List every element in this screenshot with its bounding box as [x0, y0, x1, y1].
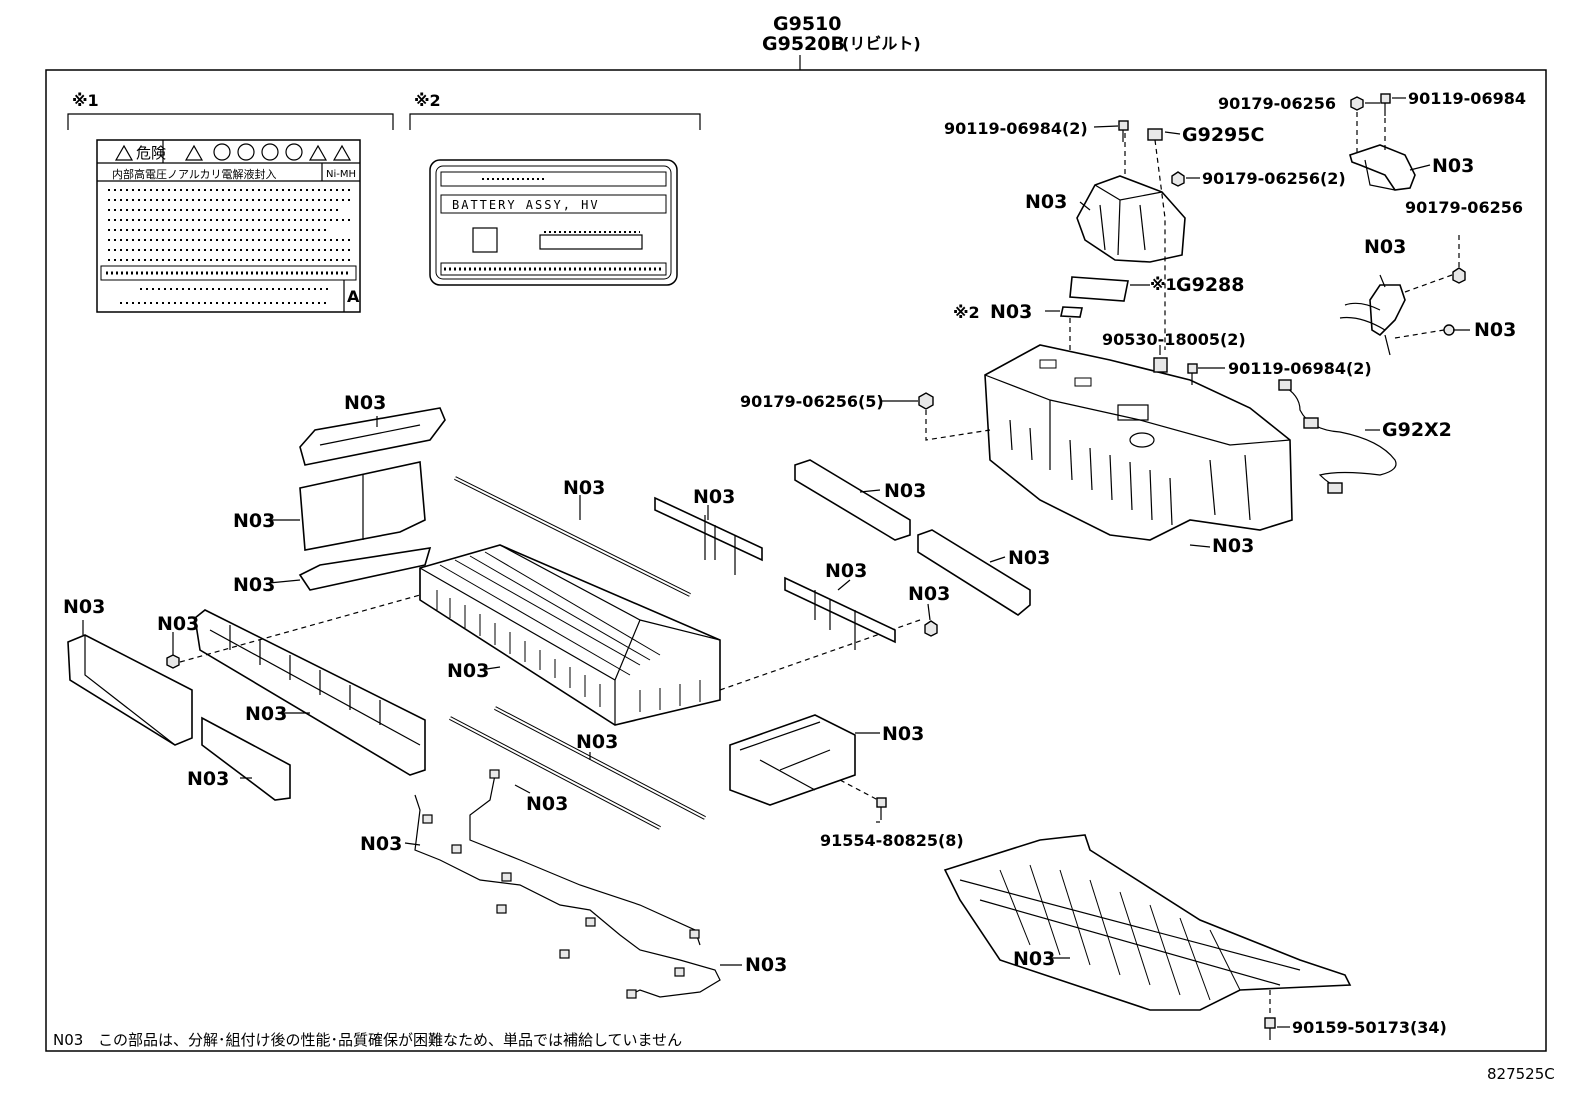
bracket-rail-2	[917, 529, 1031, 616]
callout-90119-06984-top: 90119-06984	[1408, 89, 1526, 108]
bolt-91554	[876, 797, 887, 820]
callout-n03-endplate-mid: N03	[233, 510, 275, 532]
battery-module-stack	[419, 544, 721, 726]
caution-subtitle: 内部高電圧ノアルカリ電解液封入	[112, 167, 277, 181]
bracket-rail-1	[794, 459, 911, 541]
assembly-code: G9510	[773, 13, 841, 35]
callout-n03-nut-left: N03	[157, 613, 199, 635]
callout-g92x2: G92X2	[1382, 419, 1452, 441]
callout-g9295c: G9295C	[1182, 124, 1264, 146]
wire-harness-g92x2	[1278, 379, 1397, 494]
floor-tray	[943, 834, 1352, 1011]
callout-90119-06984-2: 90119-06984(2)	[944, 119, 1088, 138]
rebuilt-note: (リビルト)	[842, 34, 921, 53]
side-plate-small	[201, 716, 291, 801]
caution-tag: Ni-MH	[326, 169, 356, 180]
bus-bar-1	[654, 496, 763, 575]
callout-n03-endplate-top: N03	[344, 392, 386, 414]
nut-90179-right	[1452, 267, 1466, 284]
upper-bracket	[1349, 144, 1416, 191]
bolt-90119-mid	[1187, 363, 1198, 385]
mount-bracket	[729, 714, 856, 806]
callout-g9288: G9288	[1176, 274, 1244, 296]
callout-n03-nut-right: N03	[1474, 319, 1516, 341]
bus-bar-2	[784, 576, 896, 650]
wire-harness-lower	[414, 769, 721, 999]
callout-n03-busbar-left: N03	[245, 703, 287, 725]
callout-90179-06256-2: 90179-06256(2)	[1202, 169, 1346, 188]
callout-n03-nut-mid: N03	[908, 583, 950, 605]
callout-n03-sheet: N03	[990, 301, 1032, 323]
callout-90159-50173-34: 90159-50173(34)	[1292, 1018, 1447, 1037]
nut-n03-right	[1443, 324, 1455, 336]
diagram-frame	[45, 69, 1547, 1052]
callout-n03-endplate-bot: N03	[233, 574, 275, 596]
bolt-90119-left	[1118, 120, 1129, 142]
diagram-id: 827525C	[1487, 1065, 1555, 1083]
callout-90179-06256-5: 90179-06256(5)	[740, 392, 884, 411]
callout-n03-bracket: N03	[1432, 155, 1474, 177]
marker-1: ※1	[72, 91, 99, 110]
callout-n03-marker: ※2	[953, 303, 980, 322]
callout-90179-06256-right: 90179-06256	[1405, 198, 1523, 217]
rod-lower-2	[494, 706, 706, 820]
callout-g9288-marker: ※1	[1150, 275, 1177, 294]
nut-90179-top	[1350, 96, 1364, 111]
upper-cover	[1076, 175, 1186, 263]
caution-badge: A	[347, 287, 360, 306]
end-plate-top	[299, 407, 446, 466]
callout-n03-module: N03	[447, 660, 489, 682]
footer-note-code: N03	[53, 1031, 83, 1049]
battery-assy-label: BATTERY ASSY, HV	[429, 159, 678, 286]
nut-n03-left	[166, 654, 180, 669]
callout-n03-junction: N03	[1364, 236, 1406, 258]
callout-91554-80825-8: 91554-80825(8)	[820, 831, 964, 850]
battery-label-text: BATTERY ASSY, HV	[452, 198, 600, 212]
nut-90179-2	[1171, 171, 1185, 187]
side-plate-left	[67, 634, 193, 746]
bolt-90119-top	[1380, 93, 1391, 116]
callout-n03-rail-2: N03	[1008, 547, 1050, 569]
callout-n03-rail-1: N03	[884, 480, 926, 502]
callout-n03-cover: N03	[1025, 191, 1067, 213]
clip-g9295c	[1147, 128, 1163, 141]
callout-90530-18005-2: 90530-18005(2)	[1102, 330, 1246, 349]
caution-label: 危険 内部高電圧ノアルカリ電解液封入 Ni-MH A	[96, 139, 361, 313]
callout-n03-rod-upper: N03	[563, 477, 605, 499]
junction-block	[1339, 284, 1406, 356]
callout-n03-mount: N03	[882, 723, 924, 745]
rebuilt-code: G9520B	[762, 33, 845, 55]
callout-90119-06984-2-mid: 90119-06984(2)	[1228, 359, 1372, 378]
callout-n03-harness-clip: N03	[360, 833, 402, 855]
caution-title: 危険	[136, 144, 166, 162]
nut-90530	[1153, 357, 1168, 373]
sheet-g9288	[1069, 276, 1129, 302]
callout-n03-busbar-1: N03	[693, 486, 735, 508]
callout-n03-tray: N03	[1013, 948, 1055, 970]
footer-note-text: この部品は、分解･組付け後の性能･品質確保が困難なため、単品では補給していません	[98, 1031, 682, 1049]
battery-housing	[984, 344, 1293, 541]
callout-n03-rod-lower: N03	[576, 731, 618, 753]
callout-n03-rod-lower-2: N03	[526, 793, 568, 815]
bus-bar-module-left	[194, 609, 426, 776]
bolt-90159	[1264, 1017, 1276, 1040]
end-plate-middle	[299, 461, 426, 551]
sheet-n03	[1060, 306, 1083, 318]
callout-n03-housing: N03	[1212, 535, 1254, 557]
marker-2: ※2	[414, 91, 441, 110]
rod-lower-1	[449, 716, 661, 830]
nut-90179-5	[918, 392, 934, 410]
callout-n03-busbar-2: N03	[825, 560, 867, 582]
callout-90179-06256-top: 90179-06256	[1218, 94, 1336, 113]
end-plate-bottom	[298, 547, 432, 591]
rod-upper	[454, 476, 691, 597]
nut-n03-mid	[924, 620, 938, 637]
callout-n03-sideplate: N03	[63, 596, 105, 618]
callout-n03-sideplate-small: N03	[187, 768, 229, 790]
callout-n03-harness: N03	[745, 954, 787, 976]
